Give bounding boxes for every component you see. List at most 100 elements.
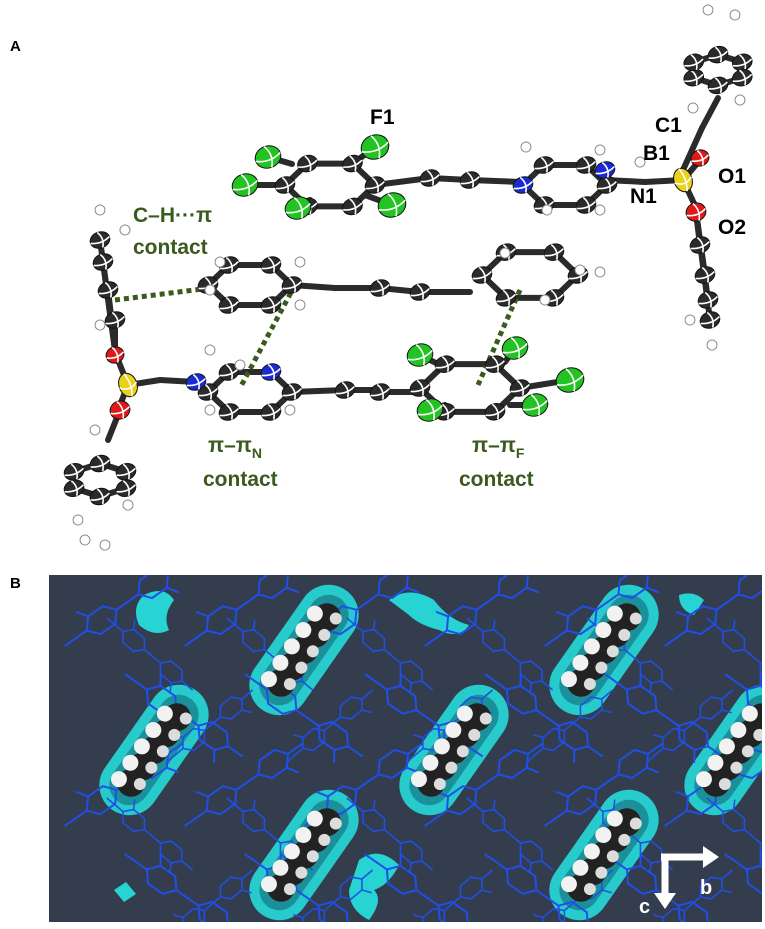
atom-f bbox=[284, 196, 312, 220]
framework-molecule bbox=[244, 672, 364, 763]
ellipsoid-band bbox=[335, 386, 355, 395]
atom-c bbox=[689, 236, 711, 254]
guest-molecule bbox=[110, 703, 192, 797]
guest-hydrogen bbox=[741, 745, 754, 758]
panel-b-letter: B bbox=[10, 575, 21, 592]
ellipsoid-band bbox=[491, 403, 499, 420]
atom-label-n1: N1 bbox=[630, 185, 657, 208]
guest-hydrogen bbox=[272, 654, 289, 671]
ellipsoid-band bbox=[684, 73, 704, 83]
atom-body bbox=[416, 398, 444, 422]
axis-c-arrowhead bbox=[654, 893, 676, 909]
framework-molecule bbox=[706, 617, 762, 694]
panel-a-letter: A bbox=[10, 38, 21, 55]
ellipsoid-band bbox=[90, 459, 110, 468]
guest-hydrogen bbox=[410, 771, 427, 788]
atom-c bbox=[509, 379, 531, 397]
atom-body bbox=[594, 144, 606, 156]
guest-hydrogen bbox=[318, 628, 331, 641]
guest-hydrogen bbox=[572, 859, 589, 876]
framework-strand bbox=[166, 869, 254, 922]
atom-c bbox=[409, 283, 431, 301]
atom-body bbox=[707, 76, 729, 95]
guest-hydrogen bbox=[156, 745, 169, 758]
atom-c bbox=[369, 279, 391, 297]
atom-body bbox=[684, 314, 696, 326]
guest-hydrogen bbox=[695, 771, 712, 788]
atom-f bbox=[377, 192, 407, 218]
ellipsoid-band bbox=[519, 176, 527, 193]
atom-body bbox=[94, 204, 106, 216]
ellipsoid-band bbox=[692, 202, 701, 221]
atom-c bbox=[707, 76, 729, 95]
ellipsoid-band bbox=[491, 356, 499, 372]
ellipsoid-band bbox=[502, 289, 510, 306]
guest-hydrogen bbox=[583, 678, 596, 691]
ellipsoid-band bbox=[416, 379, 424, 396]
ellipsoid-band bbox=[513, 181, 533, 190]
atom-h bbox=[702, 4, 714, 16]
ellipsoid-band bbox=[104, 281, 112, 298]
ellipsoid-band bbox=[691, 154, 710, 163]
ellipsoid-band bbox=[304, 155, 312, 172]
ellipsoid-band bbox=[485, 407, 505, 417]
atom-body bbox=[89, 231, 111, 249]
ellipsoid-band bbox=[198, 388, 218, 397]
atom-body bbox=[254, 145, 282, 169]
guest-molecule bbox=[260, 603, 342, 697]
atom-c bbox=[731, 53, 753, 72]
ellipsoid-band bbox=[714, 46, 722, 63]
framework-strand bbox=[286, 689, 374, 763]
ellipsoid-band bbox=[420, 174, 440, 183]
atom-body bbox=[119, 224, 131, 236]
framework-molecule bbox=[346, 617, 434, 694]
ellipsoid-band bbox=[288, 383, 296, 400]
atom-c bbox=[89, 487, 111, 506]
atom-h bbox=[294, 256, 306, 268]
guest-hydrogen bbox=[133, 738, 150, 755]
framework-molecule bbox=[184, 575, 304, 647]
bond bbox=[699, 95, 721, 131]
ellipsoid-band bbox=[582, 196, 590, 213]
guest-hydrogen bbox=[595, 866, 608, 879]
ellipsoid-band bbox=[106, 351, 125, 360]
atom-body bbox=[499, 247, 511, 259]
ellipsoid-band bbox=[288, 276, 296, 293]
atom-n bbox=[512, 176, 534, 194]
guest-hydrogen bbox=[718, 778, 731, 791]
ellipsoid-band bbox=[426, 169, 434, 186]
ellipsoid-band bbox=[544, 248, 564, 257]
ellipsoid-band bbox=[510, 337, 520, 359]
ellipsoid-band bbox=[695, 271, 715, 280]
ellipsoid-band bbox=[674, 176, 693, 185]
guest-hydrogen bbox=[306, 850, 319, 863]
pipi-n-contact-label: π–πN bbox=[208, 434, 262, 461]
ellipsoid-band bbox=[111, 346, 119, 363]
ellipsoid-band bbox=[690, 69, 698, 86]
ellipsoid-band bbox=[282, 281, 302, 290]
atom-c bbox=[97, 281, 119, 299]
ellipsoid-band bbox=[285, 202, 311, 214]
ellipsoid-band bbox=[417, 404, 443, 416]
atom-c bbox=[683, 68, 705, 87]
atom-h bbox=[706, 339, 718, 351]
atom-c bbox=[334, 381, 356, 399]
atom-h bbox=[204, 404, 216, 416]
ellipsoid-band bbox=[696, 236, 704, 253]
guest-hydrogen bbox=[179, 712, 192, 725]
guest-hydrogen bbox=[133, 778, 146, 791]
ellipsoid-band bbox=[698, 296, 718, 305]
atom-body bbox=[694, 266, 716, 284]
framework-strand bbox=[166, 689, 254, 763]
ellipsoid-band bbox=[732, 58, 753, 67]
atom-c bbox=[63, 462, 85, 481]
ellipsoid-band bbox=[343, 202, 363, 211]
atom-body bbox=[539, 294, 551, 306]
ellipsoid-band bbox=[502, 342, 528, 354]
atom-body bbox=[555, 367, 585, 393]
ellipsoid-band bbox=[267, 296, 275, 313]
ellipsoid-band bbox=[510, 384, 530, 393]
guest-hydrogen bbox=[260, 671, 277, 688]
ellipsoid-band bbox=[70, 463, 78, 480]
guest-hydrogen bbox=[741, 705, 758, 722]
